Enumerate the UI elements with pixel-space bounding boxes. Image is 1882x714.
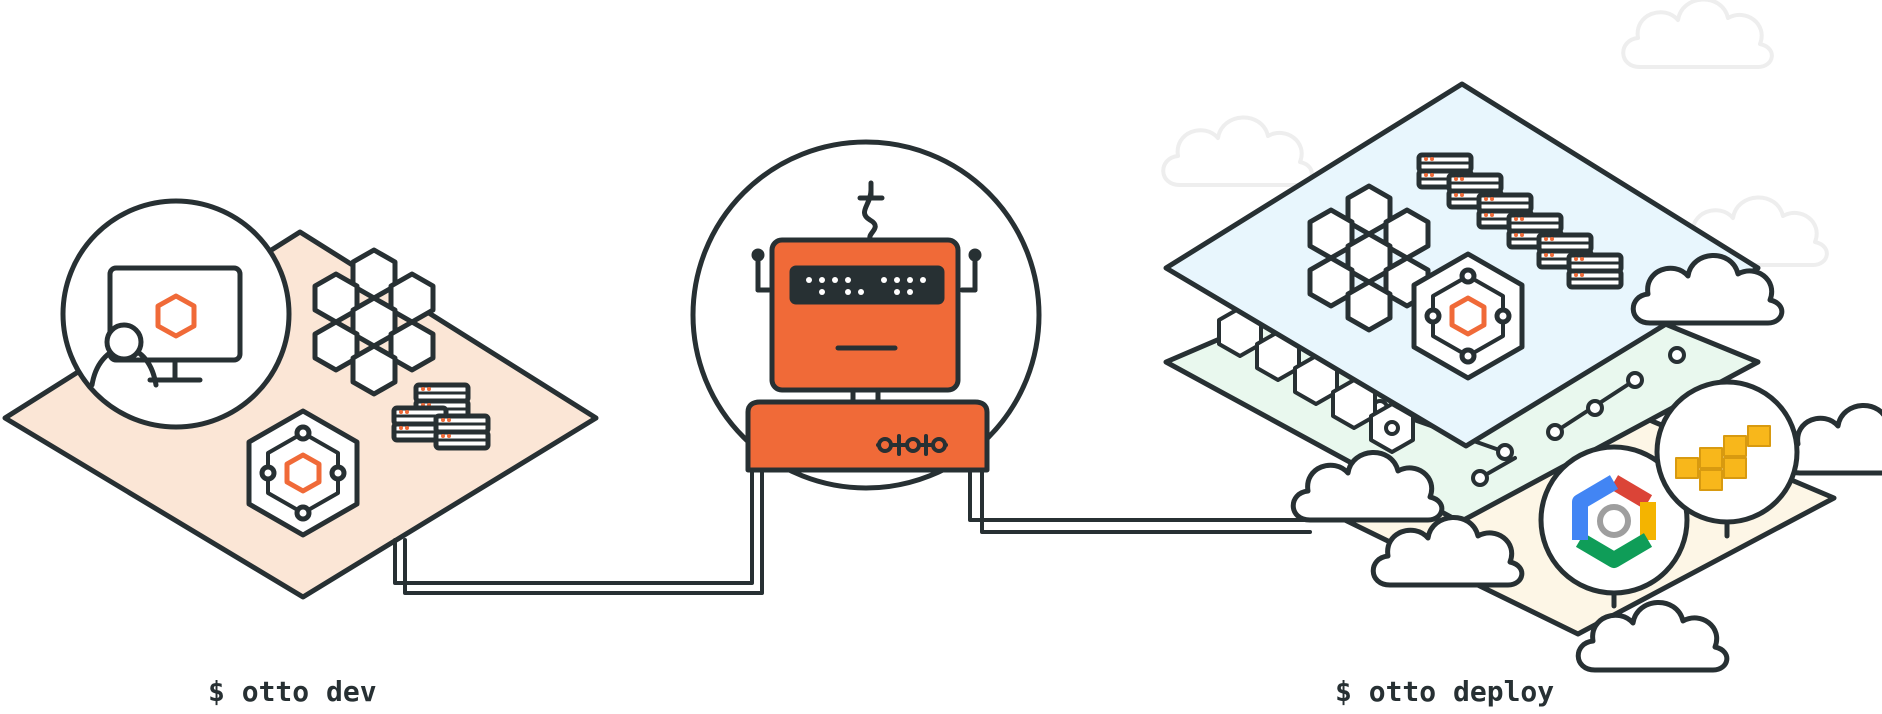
dev-environment (2, 198, 599, 600)
deploy-environment (1163, 0, 1882, 670)
user-icon (89, 322, 159, 388)
google-cloud-logo-icon (1538, 444, 1690, 609)
otto-robot-icon (690, 139, 1042, 491)
developer-monitor-icon (60, 198, 292, 430)
otto-dev-command-label: $ otto dev (208, 675, 377, 708)
aws-logo-icon (1654, 379, 1800, 539)
robot-otto-badge (876, 434, 948, 456)
container-hex-row (1219, 308, 1413, 452)
otto-deploy-command-label: $ otto deploy (1335, 675, 1555, 708)
